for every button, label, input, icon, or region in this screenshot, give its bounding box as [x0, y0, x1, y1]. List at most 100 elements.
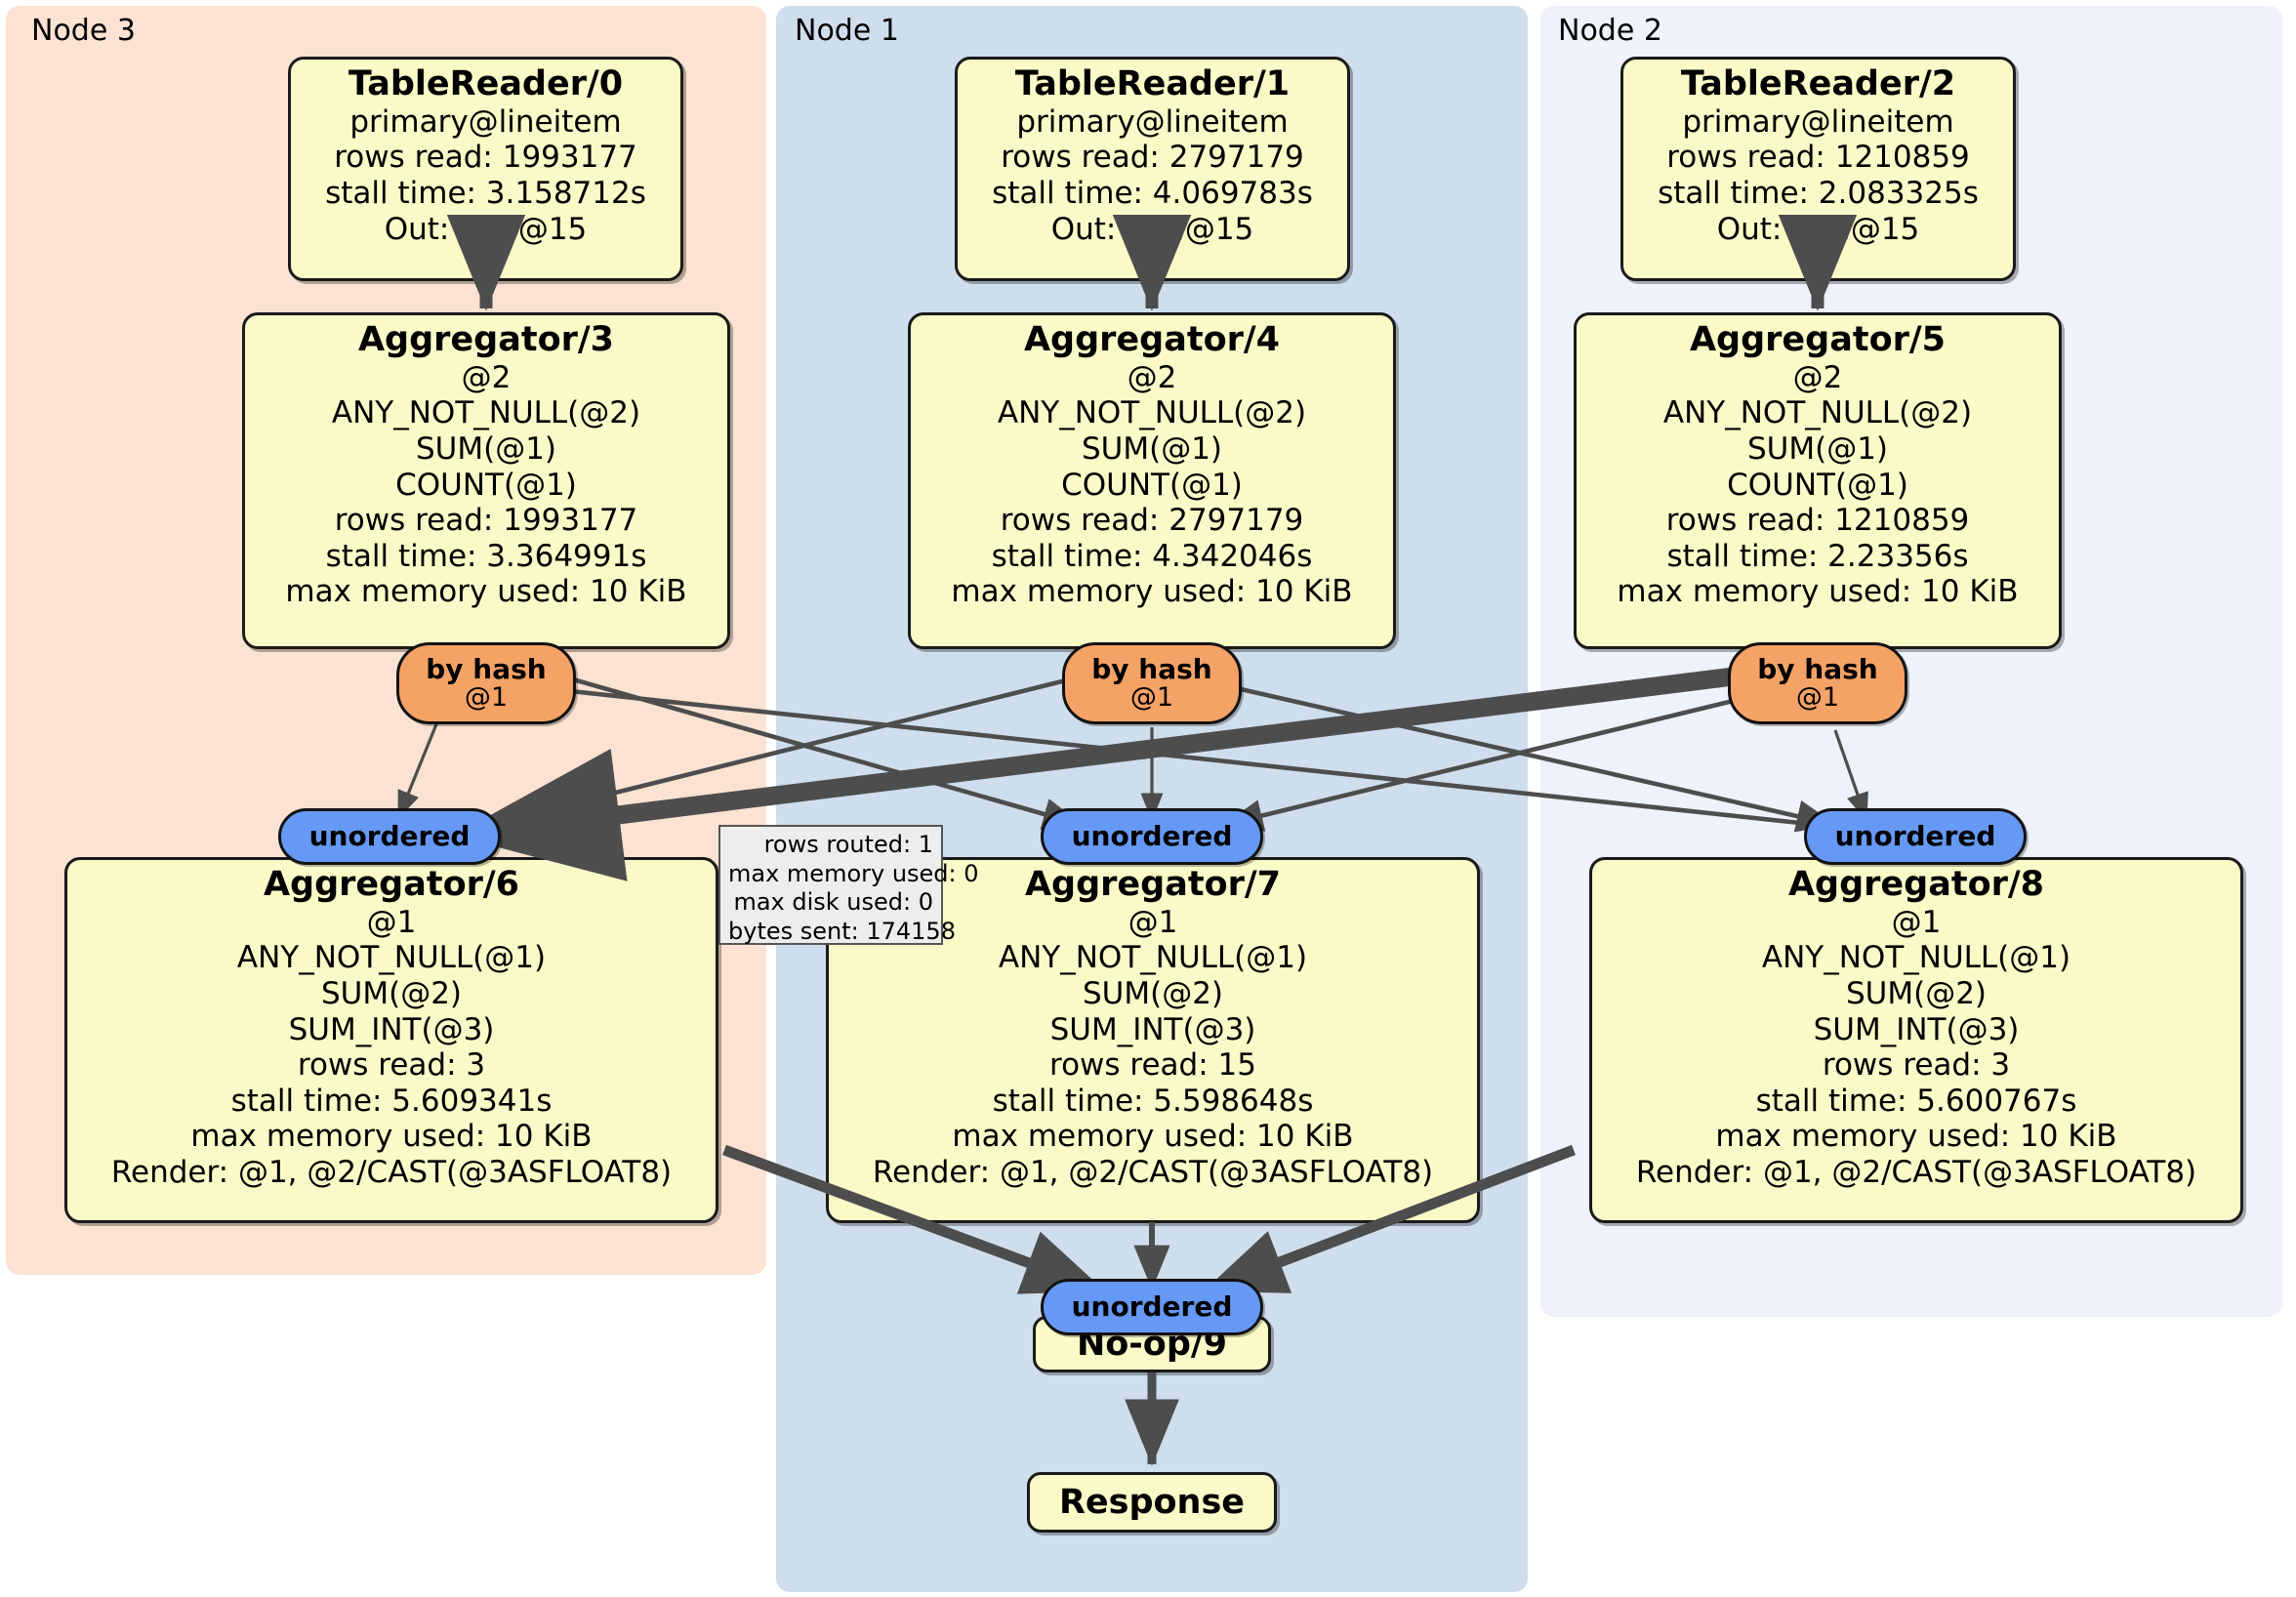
processor-detail-line: ANY_NOT_NULL(@2): [997, 395, 1307, 431]
stream-label: unordered: [1071, 1290, 1233, 1324]
processor-detail-line: max memory used: 10 KiB: [951, 574, 1353, 610]
processor-detail-line: SUM(@1): [1081, 431, 1223, 468]
processor-detail-line: @1: [1891, 904, 1942, 940]
processor-detail-line: SUM_INT(@3): [288, 1011, 495, 1047]
router-by-hash-aggregator-5[interactable]: by hash @1: [1728, 642, 1907, 724]
router-column-label: @1: [1129, 682, 1174, 714]
router-type-label: by hash: [1757, 652, 1878, 685]
processor-tablereader-0[interactable]: TableReader/0 primary@lineitem rows read…: [288, 57, 683, 281]
stats-line: max disk used: 0: [733, 888, 933, 917]
router-type-label: by hash: [426, 652, 547, 685]
processor-detail-line: primary@lineitem: [349, 103, 622, 140]
processor-detail-line: COUNT(@1): [395, 467, 577, 503]
processor-detail-line: rows read: 1210859: [1666, 140, 1970, 176]
processor-detail-line: max memory used: 10 KiB: [190, 1119, 593, 1155]
processor-detail-line: SUM(@1): [415, 431, 557, 468]
processor-detail-line: stall time: 5.600767s: [1755, 1083, 2077, 1119]
processor-detail-line: ANY_NOT_NULL(@1): [998, 940, 1308, 976]
processor-aggregator-3[interactable]: Aggregator/3 @2 ANY_NOT_NULL(@2) SUM(@1)…: [242, 312, 730, 649]
stream-unordered-aggregator-8[interactable]: unordered: [1804, 808, 2027, 865]
cluster-label-node-2: Node 2: [1558, 14, 1662, 48]
processor-detail-line: rows read: 2797179: [1000, 503, 1304, 539]
processor-aggregator-5[interactable]: Aggregator/5 @2 ANY_NOT_NULL(@2) SUM(@1)…: [1574, 312, 2062, 649]
processor-title: Aggregator/6: [263, 865, 520, 904]
processor-detail-line: ANY_NOT_NULL(@1): [236, 940, 547, 976]
processor-title: TableReader/2: [1680, 64, 1956, 103]
processor-tablereader-2[interactable]: TableReader/2 primary@lineitem rows read…: [1620, 57, 2016, 281]
processor-detail-line: SUM(@2): [1845, 976, 1988, 1012]
processor-detail-line: SUM(@1): [1746, 431, 1889, 468]
processor-detail-line: stall time: 5.598648s: [992, 1083, 1314, 1119]
processor-detail-line: max memory used: 10 KiB: [1617, 574, 2019, 610]
processor-detail-line: stall time: 4.069783s: [992, 176, 1313, 212]
processor-title: Aggregator/5: [1689, 320, 1947, 359]
processor-detail-line: ANY_NOT_NULL(@1): [1761, 940, 2071, 976]
processor-detail-line: stall time: 2.083325s: [1658, 176, 1979, 212]
stream-label: unordered: [1071, 820, 1233, 853]
stats-line: max memory used: 0: [728, 859, 979, 887]
router-type-label: by hash: [1091, 652, 1212, 685]
processor-detail-line: primary@lineitem: [1682, 103, 1954, 140]
processor-detail-line: Render: @1, @2/CAST(@3ASFLOAT8): [872, 1154, 1434, 1190]
processor-detail-line: SUM(@2): [320, 976, 463, 1012]
stream-stats-tooltip: rows routed: 1 max memory used: 0 max di…: [718, 825, 979, 945]
processor-detail-line: rows read: 3: [1822, 1047, 2011, 1084]
processor-title: Aggregator/8: [1787, 865, 2045, 904]
processor-detail-line: Render: @1, @2/CAST(@3ASFLOAT8): [110, 1154, 673, 1190]
processor-detail-line: SUM_INT(@3): [1049, 1011, 1256, 1047]
processor-title: TableReader/1: [1014, 64, 1291, 103]
processor-title: TableReader/0: [348, 64, 624, 103]
processor-detail-line: rows read: 3: [297, 1047, 486, 1084]
processor-detail-line: max memory used: 10 KiB: [285, 574, 687, 610]
processor-response[interactable]: Response: [1027, 1472, 1277, 1533]
processor-detail-line: @2: [1127, 359, 1177, 395]
processor-detail-line: max memory used: 10 KiB: [1715, 1119, 2117, 1155]
processor-detail-line: @2: [461, 359, 512, 395]
processor-detail-line: @1: [366, 904, 417, 940]
processor-detail-line: stall time: 4.342046s: [991, 538, 1313, 574]
processor-detail-line: primary@lineitem: [1016, 103, 1289, 140]
cluster-label-node-1: Node 1: [795, 14, 899, 48]
processor-detail-line: stall time: 3.364991s: [325, 538, 647, 574]
processor-title: Aggregator/7: [1024, 865, 1282, 904]
router-column-label: @1: [464, 682, 509, 714]
processor-detail-line: ANY_NOT_NULL(@2): [1662, 395, 1973, 431]
processor-aggregator-8[interactable]: Aggregator/8 @1 ANY_NOT_NULL(@1) SUM(@2)…: [1589, 857, 2243, 1223]
processor-title: Aggregator/3: [357, 320, 615, 359]
processor-detail-line: rows read: 1993177: [334, 140, 637, 176]
processor-detail-line: SUM_INT(@3): [1813, 1011, 2020, 1047]
stream-label: unordered: [308, 820, 471, 853]
processor-detail-line: stall time: 2.23356s: [1666, 538, 1969, 574]
processor-detail-line: max memory used: 10 KiB: [952, 1119, 1354, 1155]
processor-tablereader-1[interactable]: TableReader/1 primary@lineitem rows read…: [955, 57, 1350, 281]
processor-detail-line: @1: [1128, 904, 1178, 940]
router-by-hash-aggregator-3[interactable]: by hash @1: [396, 642, 576, 724]
processor-detail-line: stall time: 3.158712s: [325, 176, 646, 212]
processor-title: Aggregator/4: [1023, 320, 1281, 359]
processor-detail-line: SUM(@2): [1082, 976, 1224, 1012]
processor-detail-line: Out: @6,@15: [1716, 211, 1920, 247]
cluster-label-node-3: Node 3: [31, 14, 136, 48]
stats-line: bytes sent: 174158: [728, 917, 956, 945]
processor-detail-line: Out: @6,@15: [1050, 211, 1254, 247]
processor-detail-line: rows read: 15: [1049, 1047, 1256, 1084]
processor-detail-line: rows read: 1993177: [334, 503, 638, 539]
processor-detail-line: rows read: 2797179: [1001, 140, 1304, 176]
processor-detail-line: COUNT(@1): [1727, 467, 1908, 503]
processor-aggregator-6[interactable]: Aggregator/6 @1 ANY_NOT_NULL(@1) SUM(@2)…: [64, 857, 718, 1223]
router-column-label: @1: [1795, 682, 1840, 714]
processor-detail-line: COUNT(@1): [1061, 467, 1243, 503]
stream-unordered-aggregator-6[interactable]: unordered: [278, 808, 501, 865]
processor-detail-line: Render: @1, @2/CAST(@3ASFLOAT8): [1635, 1154, 2197, 1190]
stream-unordered-noop-9[interactable]: unordered: [1041, 1279, 1263, 1335]
stream-unordered-aggregator-7[interactable]: unordered: [1041, 808, 1263, 865]
stats-line: rows routed: 1: [763, 831, 933, 858]
processor-aggregator-4[interactable]: Aggregator/4 @2 ANY_NOT_NULL(@2) SUM(@1)…: [908, 312, 1396, 649]
processor-detail-line: ANY_NOT_NULL(@2): [331, 395, 641, 431]
processor-detail-line: @2: [1792, 359, 1843, 395]
processor-detail-line: stall time: 5.609341s: [230, 1083, 553, 1119]
stream-label: unordered: [1834, 820, 1996, 853]
processor-detail-line: rows read: 1210859: [1665, 503, 1970, 539]
router-by-hash-aggregator-4[interactable]: by hash @1: [1062, 642, 1242, 724]
